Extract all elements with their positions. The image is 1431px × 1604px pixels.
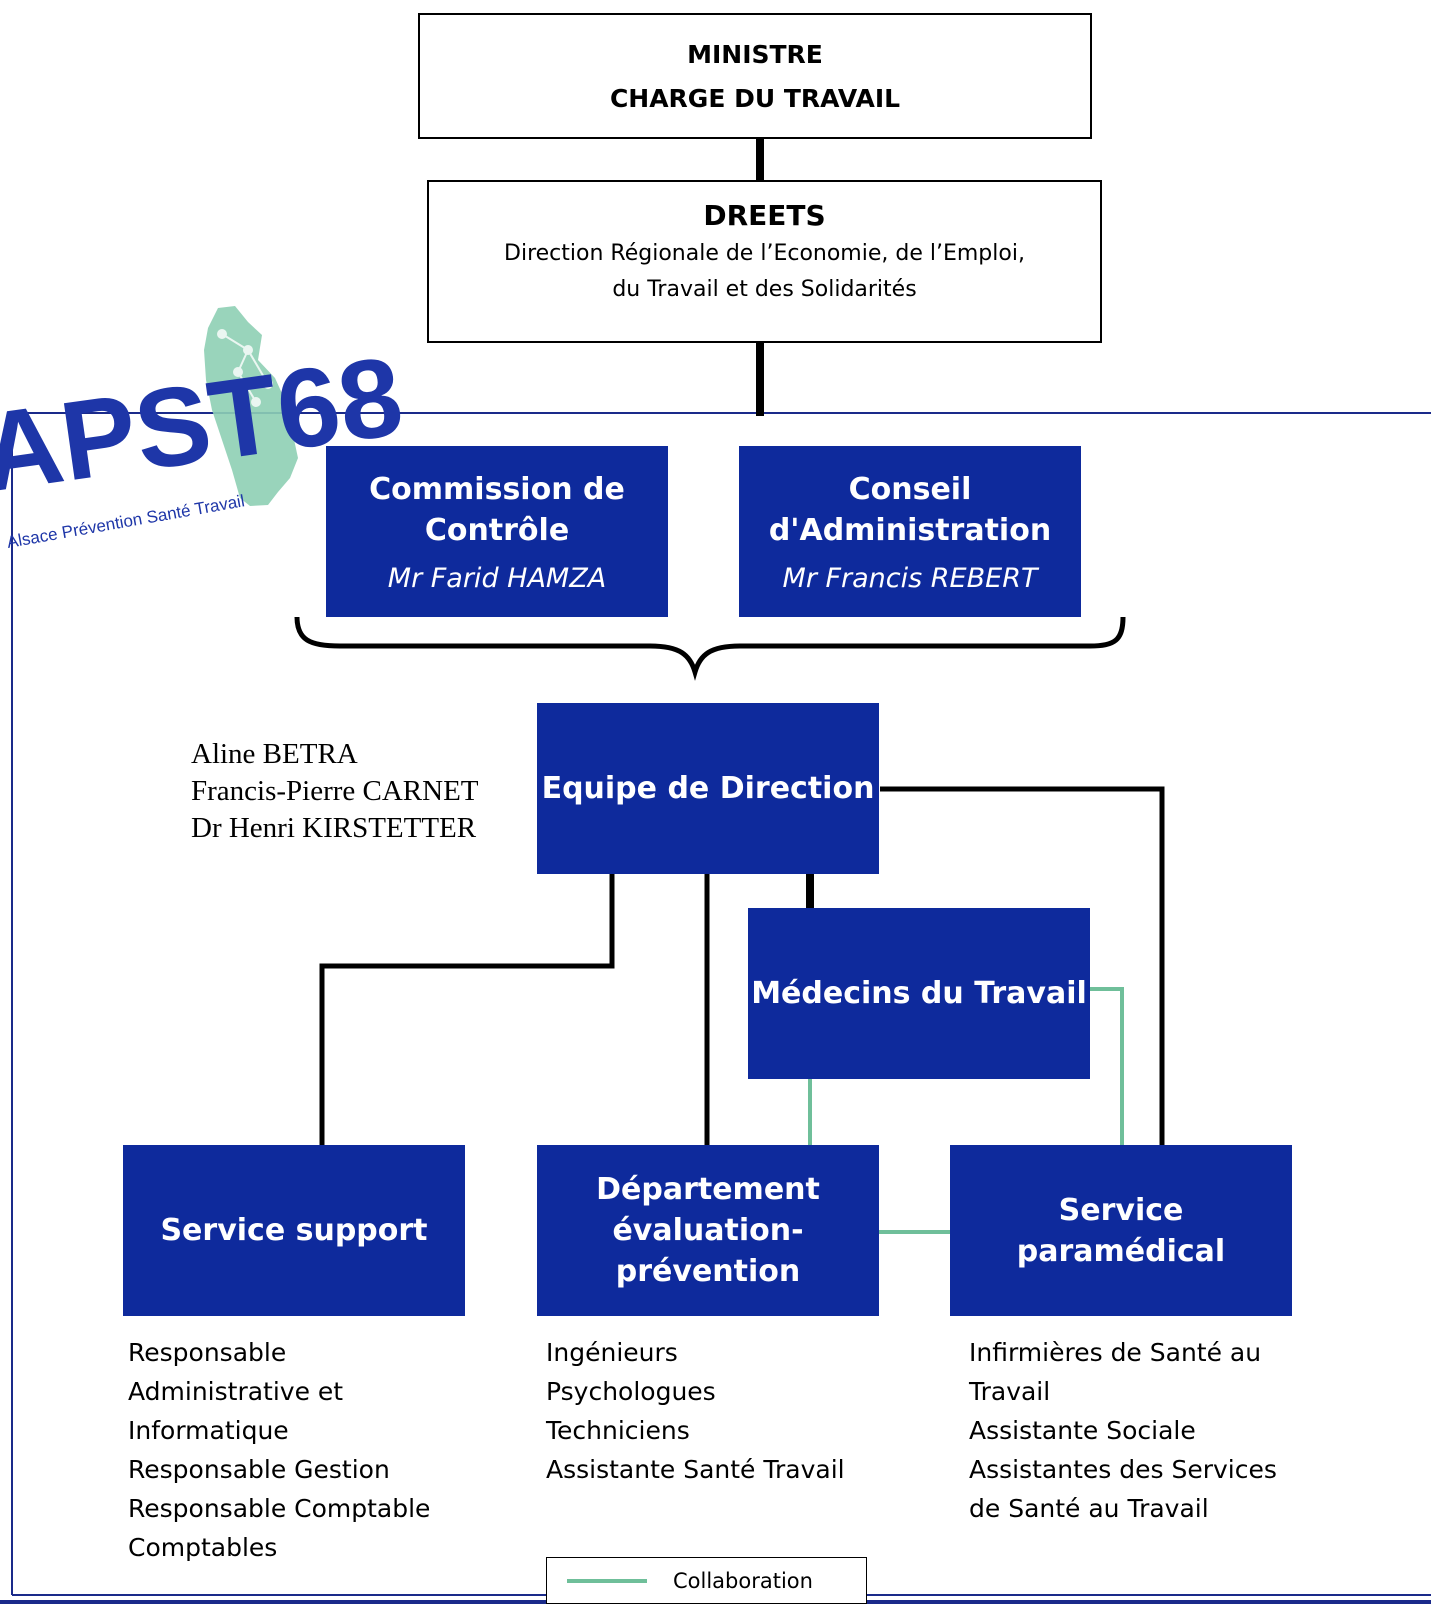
equipe-direction-box: Equipe de Direction (537, 703, 879, 874)
list-item: Techniciens (546, 1416, 690, 1445)
medecins-travail-box: Médecins du Travail (748, 908, 1090, 1079)
conseil-administration-box: Conseil d'Administration Mr Francis REBE… (739, 446, 1081, 617)
list-item: Assistantes des Services (969, 1455, 1277, 1484)
list-item: Comptables (128, 1533, 278, 1562)
list-item: Informatique (128, 1416, 289, 1445)
direction-member: Francis-Pierre CARNET (191, 775, 479, 807)
dreets-line1: Direction Régionale de l’Economie, de l’… (504, 241, 1025, 266)
list-item: Administrative et (128, 1377, 344, 1406)
direction-member: Aline BETRA (191, 738, 358, 770)
service-support-box: Service support (123, 1145, 465, 1316)
link-direction-support (319, 868, 615, 1145)
list-item: Responsable Gestion (128, 1455, 390, 1484)
ministre-line2: CHARGE DU TRAVAIL (609, 84, 901, 113)
service-paramedical-box: Service paramédical (950, 1145, 1292, 1316)
dreets-line2: du Travail et des Solidarités (612, 277, 917, 302)
list-item: de Santé au Travail (969, 1494, 1209, 1523)
commission-person: Mr Farid HAMZA (387, 563, 607, 594)
list-item: Ingénieurs (546, 1338, 678, 1367)
direction-member: Dr Henri KIRSTETTER (191, 812, 477, 844)
ministre-line1: MINISTRE (687, 40, 823, 69)
legend-collab-swatch (567, 1578, 647, 1583)
list-item: Travail (969, 1377, 1051, 1406)
commission-title: Commission de Contrôle (369, 472, 625, 548)
conseil-person: Mr Francis REBERT (782, 563, 1038, 594)
service-paramedical-title: Service paramédical (1016, 1192, 1226, 1269)
dreets-title: DREETS (703, 199, 826, 232)
service-support-list: Responsable Administrative et Informatiq… (128, 1333, 488, 1567)
commission-controle-box: Commission de Contrôle Mr Farid HAMZA (326, 446, 668, 617)
list-item: Infirmières de Santé au (969, 1338, 1262, 1367)
departement-list: Ingénieurs Psychologues Techniciens Assi… (546, 1333, 906, 1489)
link-direction-paramedical (880, 786, 1165, 1145)
equipe-direction-title: Equipe de Direction (541, 771, 875, 806)
service-paramedical-list: Infirmières de Santé au Travail Assistan… (969, 1333, 1329, 1528)
conseil-title: Conseil d'Administration (768, 472, 1052, 548)
medecins-title: Médecins du Travail (751, 976, 1087, 1011)
departement-evaluation-box: Département évaluation-prévention (537, 1145, 879, 1316)
legend-box: Collaboration (546, 1557, 867, 1604)
list-item: Assistante Sociale (969, 1416, 1196, 1445)
boards-brace (294, 616, 1126, 681)
collab-medecins-paramedical (1090, 987, 1124, 1145)
service-support-title: Service support (160, 1213, 428, 1248)
list-item: Responsable Comptable (128, 1494, 431, 1523)
departement-title: Département évaluation-prévention (596, 1172, 820, 1289)
direction-members: Aline BETRA Francis-Pierre CARNET Dr Hen… (191, 736, 531, 847)
list-item: Responsable (128, 1338, 287, 1367)
ministre-box: MINISTRE CHARGE DU TRAVAIL (418, 13, 1092, 139)
legend-label: Collaboration (673, 1568, 813, 1593)
list-item: Assistante Santé Travail (546, 1455, 845, 1484)
list-item: Psychologues (546, 1377, 716, 1406)
dreets-box: DREETS Direction Régionale de l’Economie… (427, 180, 1102, 343)
